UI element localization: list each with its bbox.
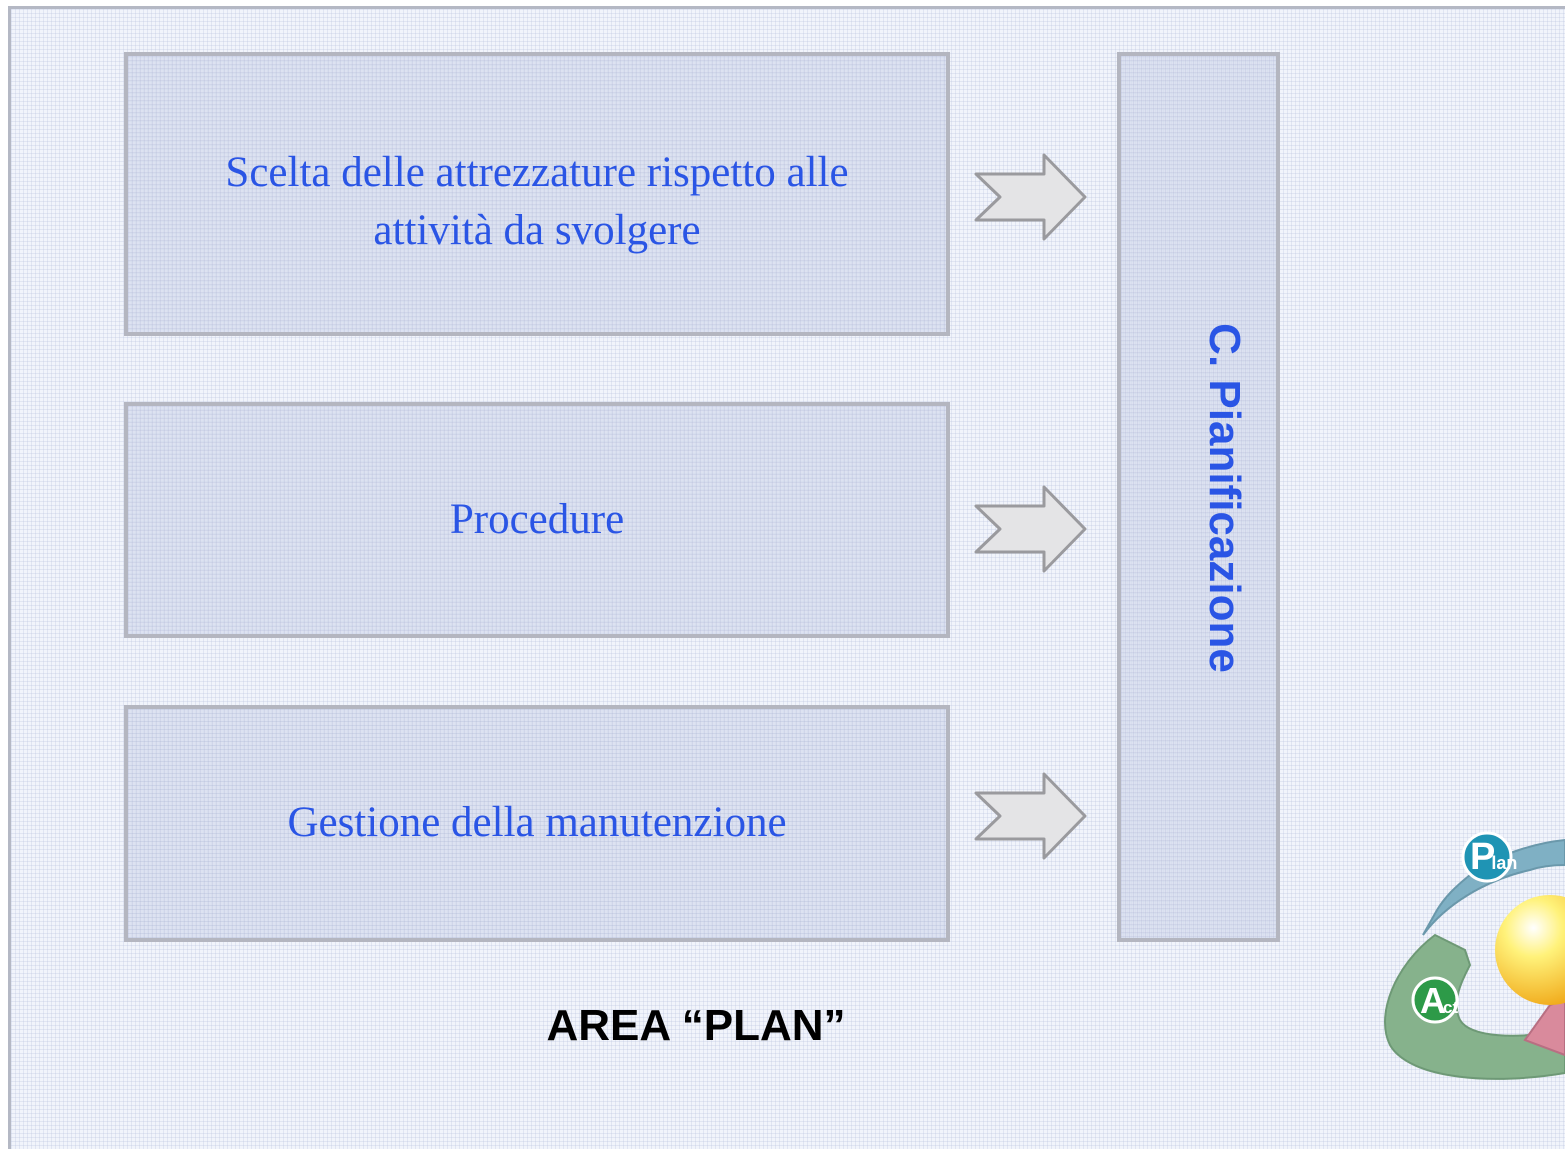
act-badge-suffix: ct [1443,998,1459,1017]
sphere-shape [1495,895,1565,1005]
area-title: AREA “PLAN” [546,1001,846,1050]
box-pianificazione [1117,52,1280,942]
box-gestione-manutenzione-label: Gestione della manutenzione [287,799,787,847]
box-scelta-attrezzature: Scelta delle attrezzature rispetto alle … [124,52,950,336]
plan-badge: Plan [1470,836,1517,879]
box-procedure-label: Procedure [449,495,625,543]
act-badge: Act [1420,980,1458,1022]
act-badge-shape [1411,976,1459,1024]
pdca-cycle-logo [1384,831,1565,1080]
do-arrow-shape [1523,998,1565,1057]
plan-arrow-shape [1422,838,1565,936]
right-arrow-icon [974,772,1087,860]
box-procedure: Procedure [124,402,950,638]
right-arrow-icon [974,153,1087,241]
box-gestione-manutenzione: Gestione della manutenzione [124,705,950,942]
plan-badge-letter: P [1470,836,1496,878]
act-badge-letter: A [1420,980,1446,1021]
box-scelta-attrezzature-label: Scelta delle attrezzature rispetto alle … [225,149,849,255]
plan-badge-suffix: lan [1491,853,1518,873]
box-pianificazione-label: C. Pianificazione [1200,323,1249,673]
plan-badge-shape [1461,831,1513,883]
act-arrow-shape [1384,933,1565,1080]
right-arrow-icon [974,485,1087,573]
